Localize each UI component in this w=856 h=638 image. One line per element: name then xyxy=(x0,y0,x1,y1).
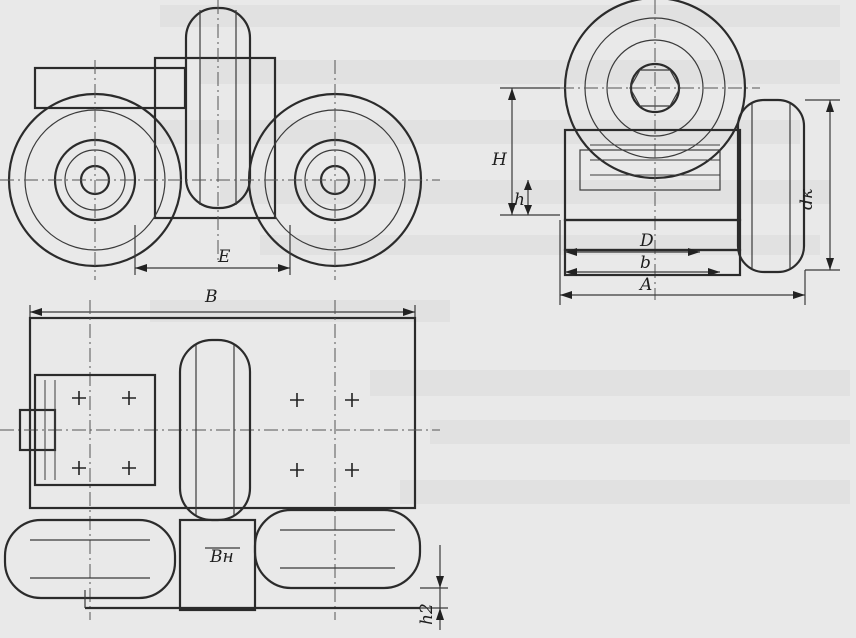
dim-label-D: D xyxy=(639,231,654,251)
dim-label-A: A xyxy=(638,275,652,295)
bleed-through-text xyxy=(150,5,850,504)
dim-label-B: B xyxy=(204,287,218,307)
dim-label-h2: h2 xyxy=(417,603,437,625)
dim-label-h: h xyxy=(514,190,525,210)
dim-label-Bn: Bн xyxy=(209,547,234,567)
dim-label-H: H xyxy=(491,150,508,170)
dim-label-E: E xyxy=(217,247,231,267)
side-view: H h D b A dк xyxy=(491,0,840,305)
dim-label-b: b xyxy=(640,253,651,273)
dim-label-dk: dк xyxy=(797,188,817,210)
plan-gearbox xyxy=(33,373,157,487)
plan-view: B xyxy=(0,287,448,630)
plan-vertical-tire xyxy=(178,338,252,522)
front-view: E xyxy=(0,0,440,280)
side-tire xyxy=(736,98,806,274)
front-body xyxy=(153,56,277,220)
plan-left-tire xyxy=(3,518,177,600)
bolt-marks xyxy=(72,391,359,477)
plan-right-tire xyxy=(253,508,422,590)
plan-frame xyxy=(28,316,417,510)
plan-center-post xyxy=(178,518,257,612)
